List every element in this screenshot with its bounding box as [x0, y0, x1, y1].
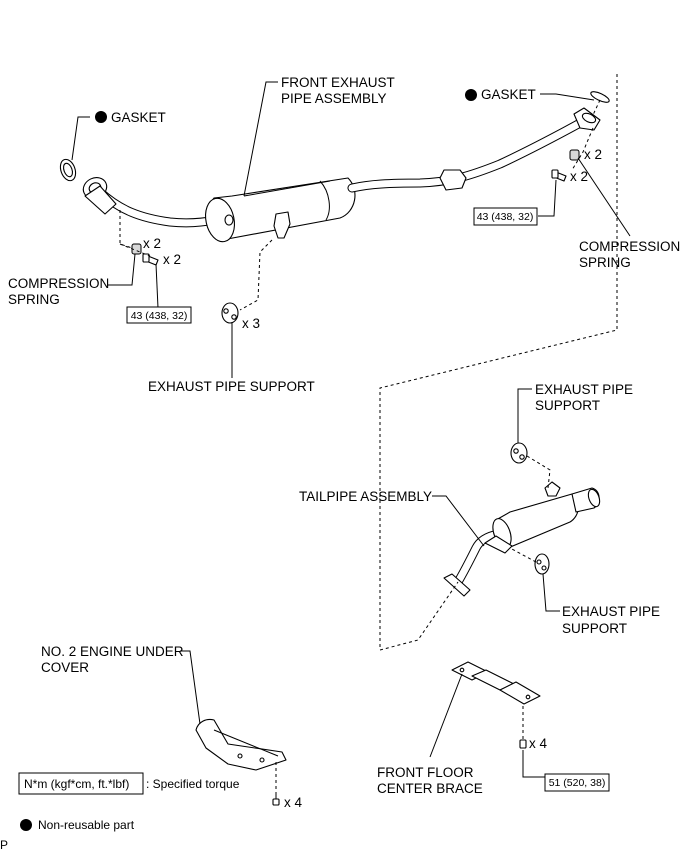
label-front-pipe-line2: PIPE ASSEMBLY: [281, 91, 387, 106]
label-support-upper-line2: SUPPORT: [535, 398, 600, 413]
label-spring-left-line2: SPRING: [8, 292, 60, 307]
front-exhaust-pipe: [82, 107, 601, 243]
torque-left: 43 (438, 32): [131, 310, 188, 322]
label-floor-brace-line1: FRONT FLOOR: [377, 765, 474, 780]
exhaust-support-upper: [510, 442, 528, 464]
floor-center-brace: [451, 661, 541, 705]
bolt-left: [142, 253, 159, 266]
torque-box-left: [126, 306, 192, 324]
connection-boundary: [379, 74, 618, 651]
exhaust-support-front: [221, 302, 239, 324]
label-gasket-left: GASKET: [111, 110, 166, 125]
leader-floor-brace: [429, 673, 463, 758]
torque-brace: 51 (520, 38): [549, 777, 606, 789]
non-reusable-mark-gasket-left: [95, 111, 107, 123]
leader-bolt-right: [538, 179, 557, 217]
front-muffler: [205, 177, 356, 243]
torque-box-brace: [544, 773, 610, 792]
label-spring-right-line2: SPRING: [579, 255, 631, 270]
label-support-lower-line2: SUPPORT: [562, 621, 627, 636]
leader-gasket-left: [71, 116, 90, 161]
compression-spring-right: [569, 149, 580, 161]
label-front-pipe-line1: FRONT EXHAUST: [281, 75, 395, 90]
engine-under-cover: [195, 718, 287, 771]
qty-bolt-right: x 2: [570, 169, 588, 184]
qty-brace-bolts: x 4: [529, 736, 548, 751]
assembly-line-lower-support: [509, 547, 537, 563]
assembly-line-left-bolt: [119, 243, 151, 257]
torque-box-right: [473, 207, 538, 226]
legend-non-reusable-mark: [20, 819, 32, 831]
label-spring-left-line1: COMPRESSION: [8, 276, 109, 291]
torque-right: 43 (438, 32): [477, 211, 534, 223]
leader-tailpipe: [432, 495, 485, 547]
front-pipe-flange: [82, 177, 117, 215]
gasket-right: [590, 91, 610, 103]
leader-under-cover: [180, 650, 201, 725]
leader-front-pipe: [243, 81, 278, 197]
leader-support-upper: [517, 388, 532, 443]
corner-mark: P: [0, 838, 8, 852]
leader-bolt-left: [155, 263, 159, 309]
legend-torque-desc: : Specified torque: [146, 777, 240, 791]
rear-pipe-flange: [573, 107, 601, 131]
qty-bolt-left: x 2: [163, 252, 181, 267]
tailpipe-assembly: [443, 481, 601, 597]
assembly-line-upper-support: [526, 455, 551, 489]
muffler-hanger: [273, 211, 291, 239]
label-support-front: EXHAUST PIPE SUPPORT: [148, 379, 315, 394]
leader-brace-bolt: [522, 750, 545, 778]
qty-spring-right: x 2: [584, 147, 602, 162]
qty-support-front: x 3: [242, 316, 260, 331]
qty-spring-left: x 2: [143, 236, 161, 251]
qty-cover-bolts: x 4: [284, 795, 303, 810]
label-spring-right-line1: COMPRESSION: [579, 239, 680, 254]
label-floor-brace-line2: CENTER BRACE: [377, 781, 483, 796]
legend-torque-box: [18, 772, 144, 795]
cover-bolt: [272, 793, 280, 806]
label-gasket-right: GASKET: [481, 87, 536, 102]
bolt-right: [551, 169, 567, 182]
label-support-upper-line1: EXHAUST PIPE: [535, 382, 633, 397]
label-support-lower-line1: EXHAUST PIPE: [562, 604, 660, 619]
label-under-cover-line1: NO. 2 ENGINE UNDER: [41, 644, 184, 659]
brace-bolt: [519, 706, 527, 749]
legend-non-reusable: Non-reusable part: [38, 818, 135, 832]
non-reusable-mark-gasket-right: [465, 89, 477, 101]
exhaust-support-lower: [534, 553, 550, 575]
label-tailpipe: TAILPIPE ASSEMBLY: [299, 489, 432, 504]
mid-pipe-hanger: [439, 169, 467, 191]
tailpipe-flange: [443, 573, 471, 597]
legend-torque-unit: N*m (kgf*cm, ft.*lbf): [24, 777, 129, 791]
leader-support-lower: [542, 573, 560, 612]
leader-gasket-right: [540, 93, 595, 101]
assembly-line-front-support: [239, 239, 273, 311]
label-under-cover-line2: COVER: [41, 660, 89, 675]
assembly-line-right: [571, 127, 594, 171]
gasket-left: [59, 158, 77, 182]
leader-spring-left: [108, 253, 136, 286]
assembly-line-gasket-right: [592, 99, 601, 116]
leader-spring-right: [577, 157, 631, 237]
